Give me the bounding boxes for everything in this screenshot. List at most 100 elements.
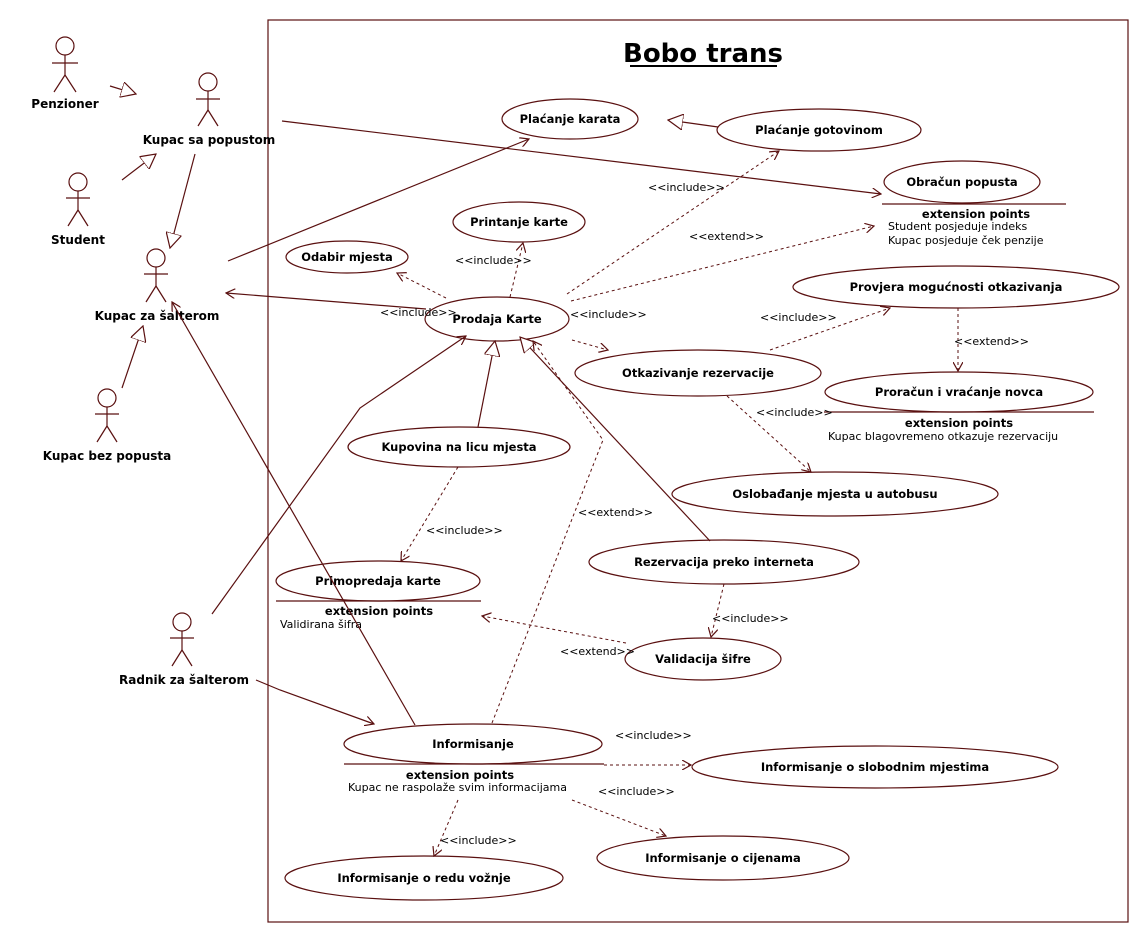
association-line — [226, 293, 427, 310]
actor-label: Kupac sa popustom — [143, 133, 276, 147]
dependency-line — [397, 273, 447, 299]
use-case-printanje-karte[interactable]: Printanje karte — [452, 201, 586, 243]
generalization-kupac-bez-popusta — [121, 326, 143, 389]
dependency-line — [571, 799, 666, 836]
actor-kupac-za-salterom[interactable] — [144, 248, 168, 303]
association-line — [227, 139, 529, 262]
use-case-label: Proračun i vraćanje novca — [875, 385, 1043, 399]
use-case-label: Prodaja Karte — [452, 312, 542, 326]
relation-label: <<include>> — [756, 406, 833, 419]
relation-label: <<include>> — [598, 785, 675, 798]
use-case-informisanje-o-redu-voznje[interactable]: Informisanje o redu vožnje — [284, 855, 564, 901]
use-case-oslobadjanje-mjesta[interactable]: Oslobađanje mjesta u autobusu — [671, 471, 999, 517]
extension-point: Kupac blagovremeno otkazuje rezervaciju — [828, 430, 1058, 443]
use-case-label: Informisanje o slobodnim mjestima — [761, 760, 989, 774]
actor-label: Kupac za šalterom — [95, 309, 220, 323]
use-case-provjera-mogucnosti-otkazivanja[interactable]: Provjera mogućnosti otkazivanja — [792, 265, 1120, 309]
relation-label: <<include>> — [426, 524, 503, 537]
association-line — [255, 679, 374, 724]
association-line — [211, 336, 466, 615]
dependency-line — [570, 226, 874, 302]
actor-radnik-za-salterom[interactable] — [170, 612, 194, 667]
use-case-label: Primopredaja karte — [315, 574, 441, 588]
dependency-line — [491, 341, 604, 724]
use-case-label: Oslobađanje mjesta u autobusu — [732, 487, 937, 501]
relation-label: <<extend>> — [689, 230, 764, 243]
relation-label: <<include>> — [455, 254, 532, 267]
association-line — [172, 302, 416, 726]
system-boundary — [267, 19, 1129, 923]
use-case-label: Kupovina na licu mjesta — [381, 440, 536, 454]
actor-kupac-sa-popustom[interactable] — [196, 72, 220, 127]
use-case-otkazivanje-rezervacije[interactable]: Otkazivanje rezervacije — [574, 349, 822, 397]
use-case-kupovina-na-licu-mjesta[interactable]: Kupovina na licu mjesta — [347, 426, 571, 468]
relation-label: <<include>> — [380, 306, 457, 319]
relation-label: <<extend>> — [954, 335, 1029, 348]
use-case-label: Printanje karte — [470, 215, 568, 229]
extension-points-heading: extension points — [406, 768, 514, 782]
use-case-label: Rezervacija preko interneta — [634, 555, 814, 569]
use-case-label: Informisanje o redu vožnje — [337, 871, 511, 885]
use-case-placanje-karata[interactable]: Plaćanje karata — [501, 98, 639, 140]
generalization-placanje-gotovinom — [668, 120, 719, 127]
extension-point: Kupac posjeduje ček penzije — [888, 234, 1044, 247]
dependency-line — [571, 339, 608, 350]
actor-label: Radnik za šalterom — [119, 673, 249, 687]
use-case-informisanje-o-cijenama[interactable]: Informisanje o cijenama — [596, 835, 850, 881]
dependency-line — [482, 616, 627, 644]
relation-label: <<include>> — [648, 181, 725, 194]
use-case-placanje-gotovinom[interactable]: Plaćanje gotovinom — [716, 108, 922, 152]
actor-label: Penzioner — [31, 97, 99, 111]
use-case-label: Validacija šifre — [655, 652, 751, 666]
use-case-label: Informisanje — [432, 737, 514, 751]
use-case-informisanje[interactable]: Informisanje — [343, 723, 603, 765]
generalization-student — [121, 154, 156, 181]
use-case-prodaja-karte[interactable]: Prodaja Karte — [424, 296, 570, 342]
use-case-obracun-popusta[interactable]: Obračun popusta — [883, 160, 1041, 204]
dependency-line — [566, 151, 779, 295]
use-case-informisanje-o-slobodnim-mjestima[interactable]: Informisanje o slobodnim mjestima — [691, 745, 1059, 789]
dependency-line — [726, 395, 811, 472]
dependency-line — [434, 799, 459, 856]
use-case-odabir-mjesta[interactable]: Odabir mjesta — [285, 240, 409, 274]
generalization-penzioner — [109, 86, 136, 94]
association-line — [281, 120, 881, 194]
relation-label: <<include>> — [440, 834, 517, 847]
use-case-rezervacija-preko-interneta[interactable]: Rezervacija preko interneta — [588, 539, 860, 585]
extension-point: Student posjeduje indeks — [888, 220, 1027, 233]
extension-point: Validirana šifra — [280, 618, 362, 631]
extension-points-heading: extension points — [325, 604, 433, 618]
use-case-label: Informisanje o cijenama — [645, 851, 801, 865]
use-case-proracun-i-vracanje-novca[interactable]: Proračun i vraćanje novca — [824, 371, 1094, 413]
system-title: Bobo trans — [623, 39, 783, 69]
relation-label: <<extend>> — [560, 645, 635, 658]
relation-label: <<include>> — [615, 729, 692, 742]
use-case-label: Obračun popusta — [906, 175, 1017, 189]
use-case-label: Provjera mogućnosti otkazivanja — [850, 280, 1063, 294]
extension-points-heading: extension points — [905, 416, 1013, 430]
generalization-kupac-sa-popustom — [170, 153, 196, 248]
relation-label: <<include>> — [760, 311, 837, 324]
extension-point: Kupac ne raspolaže svim informacijama — [348, 781, 567, 794]
relation-label: <<include>> — [712, 612, 789, 625]
dependency-line — [711, 583, 725, 637]
use-case-label: Otkazivanje rezervacije — [622, 366, 774, 380]
use-case-label: Odabir mjesta — [301, 250, 392, 264]
actor-penzioner[interactable] — [52, 36, 78, 93]
relation-label: <<include>> — [570, 308, 647, 321]
use-case-label: Plaćanje gotovinom — [755, 123, 883, 137]
dependency-line — [401, 466, 459, 561]
generalization-rezervacija — [520, 337, 711, 542]
relation-label: <<extend>> — [578, 506, 653, 519]
actor-kupac-bez-popusta[interactable] — [95, 388, 119, 443]
extension-points-heading: extension points — [922, 207, 1030, 221]
use-case-primopredaja-karte[interactable]: Primopredaja karte — [275, 560, 481, 602]
actor-student[interactable] — [66, 172, 90, 227]
generalization-kupovina — [477, 341, 495, 428]
actor-label: Student — [51, 233, 105, 247]
use-case-validacija-sifre[interactable]: Validacija šifre — [624, 637, 782, 681]
use-case-label: Plaćanje karata — [520, 112, 621, 126]
dependency-line — [509, 243, 523, 298]
actor-label: Kupac bez popusta — [43, 449, 171, 463]
